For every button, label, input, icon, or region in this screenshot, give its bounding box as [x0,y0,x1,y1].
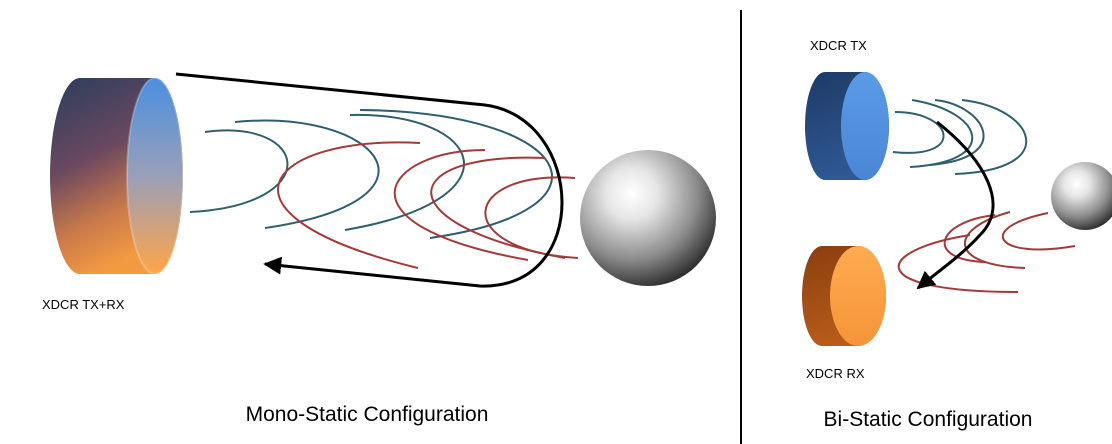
bi-rx-label: XDCR RX [806,366,865,381]
transmit-wavefront [234,119,380,229]
echo-wavefront [897,234,1019,293]
mono-signal-path-arrow [175,72,564,288]
echo-wavefront [430,156,566,259]
bi-transmit-waves [892,99,1027,175]
sphere-target-icon [1051,162,1112,230]
bi-static-panel: XDCR TX XDCR RX Bi-Static Configuration [802,38,1112,431]
mono-static-panel: XDCR TX+RX Mono-Static Configuration [42,72,716,426]
mono-transducer-label: XDCR TX+RX [42,297,125,312]
transmit-wavefront [954,99,1027,175]
bi-tx-transducer-icon [805,72,889,180]
echo-wavefront [484,176,579,259]
mono-transducer-icon [50,77,184,275]
transmit-wavefront [892,111,945,154]
echo-wavefront [393,149,529,261]
bi-caption: Bi-Static Configuration [824,408,1033,431]
bi-tx-label: XDCR TX [810,38,867,53]
mono-transmit-waves [189,109,553,239]
bi-signal-path-arrow [916,120,995,290]
mono-caption: Mono-Static Configuration [246,403,489,426]
bi-rx-transducer-icon [802,246,886,346]
echo-wavefront [277,141,421,269]
bi-echo-waves [897,211,1076,293]
transmit-wavefront [909,99,974,168]
transmit-wavefront [359,109,553,239]
echo-wavefront [1001,212,1076,251]
mono-echo-waves [277,141,579,269]
transmit-wavefront [189,129,289,213]
sphere-target-icon [580,150,716,286]
transmit-wavefront [929,99,985,166]
